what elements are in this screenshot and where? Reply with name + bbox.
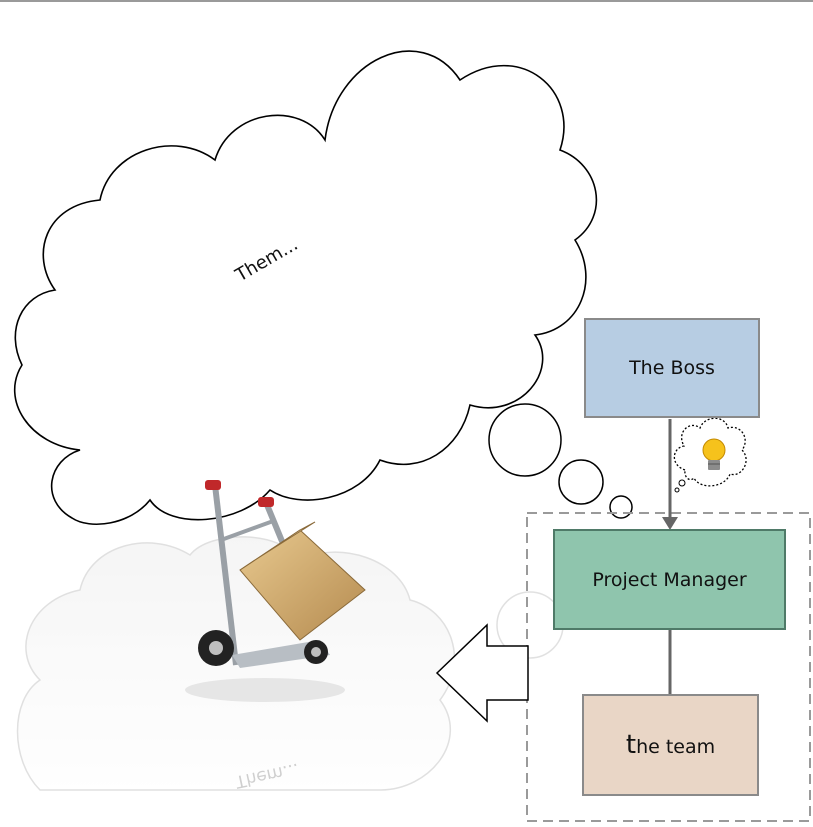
boss-box: The Boss xyxy=(584,318,760,418)
lightbulb-icon xyxy=(673,417,747,493)
team-box: the team xyxy=(582,694,759,796)
boss-label: The Boss xyxy=(629,357,715,379)
top-border xyxy=(0,0,813,2)
team-label: the team xyxy=(626,730,715,760)
project-manager-label: Project Manager xyxy=(592,568,747,591)
thought-bubble-medium xyxy=(558,459,604,505)
arrow-head xyxy=(662,517,678,530)
team-label-rest: he team xyxy=(636,736,716,758)
team-label-initial: t xyxy=(625,730,637,760)
thought-cloud-icon xyxy=(13,50,598,525)
project-manager-box: Project Manager xyxy=(553,529,786,630)
hollow-arrow-left-icon xyxy=(435,623,529,723)
hand-truck-icon xyxy=(185,480,366,702)
thought-bubble-large xyxy=(488,403,562,477)
thought-bubble-small xyxy=(609,495,633,519)
